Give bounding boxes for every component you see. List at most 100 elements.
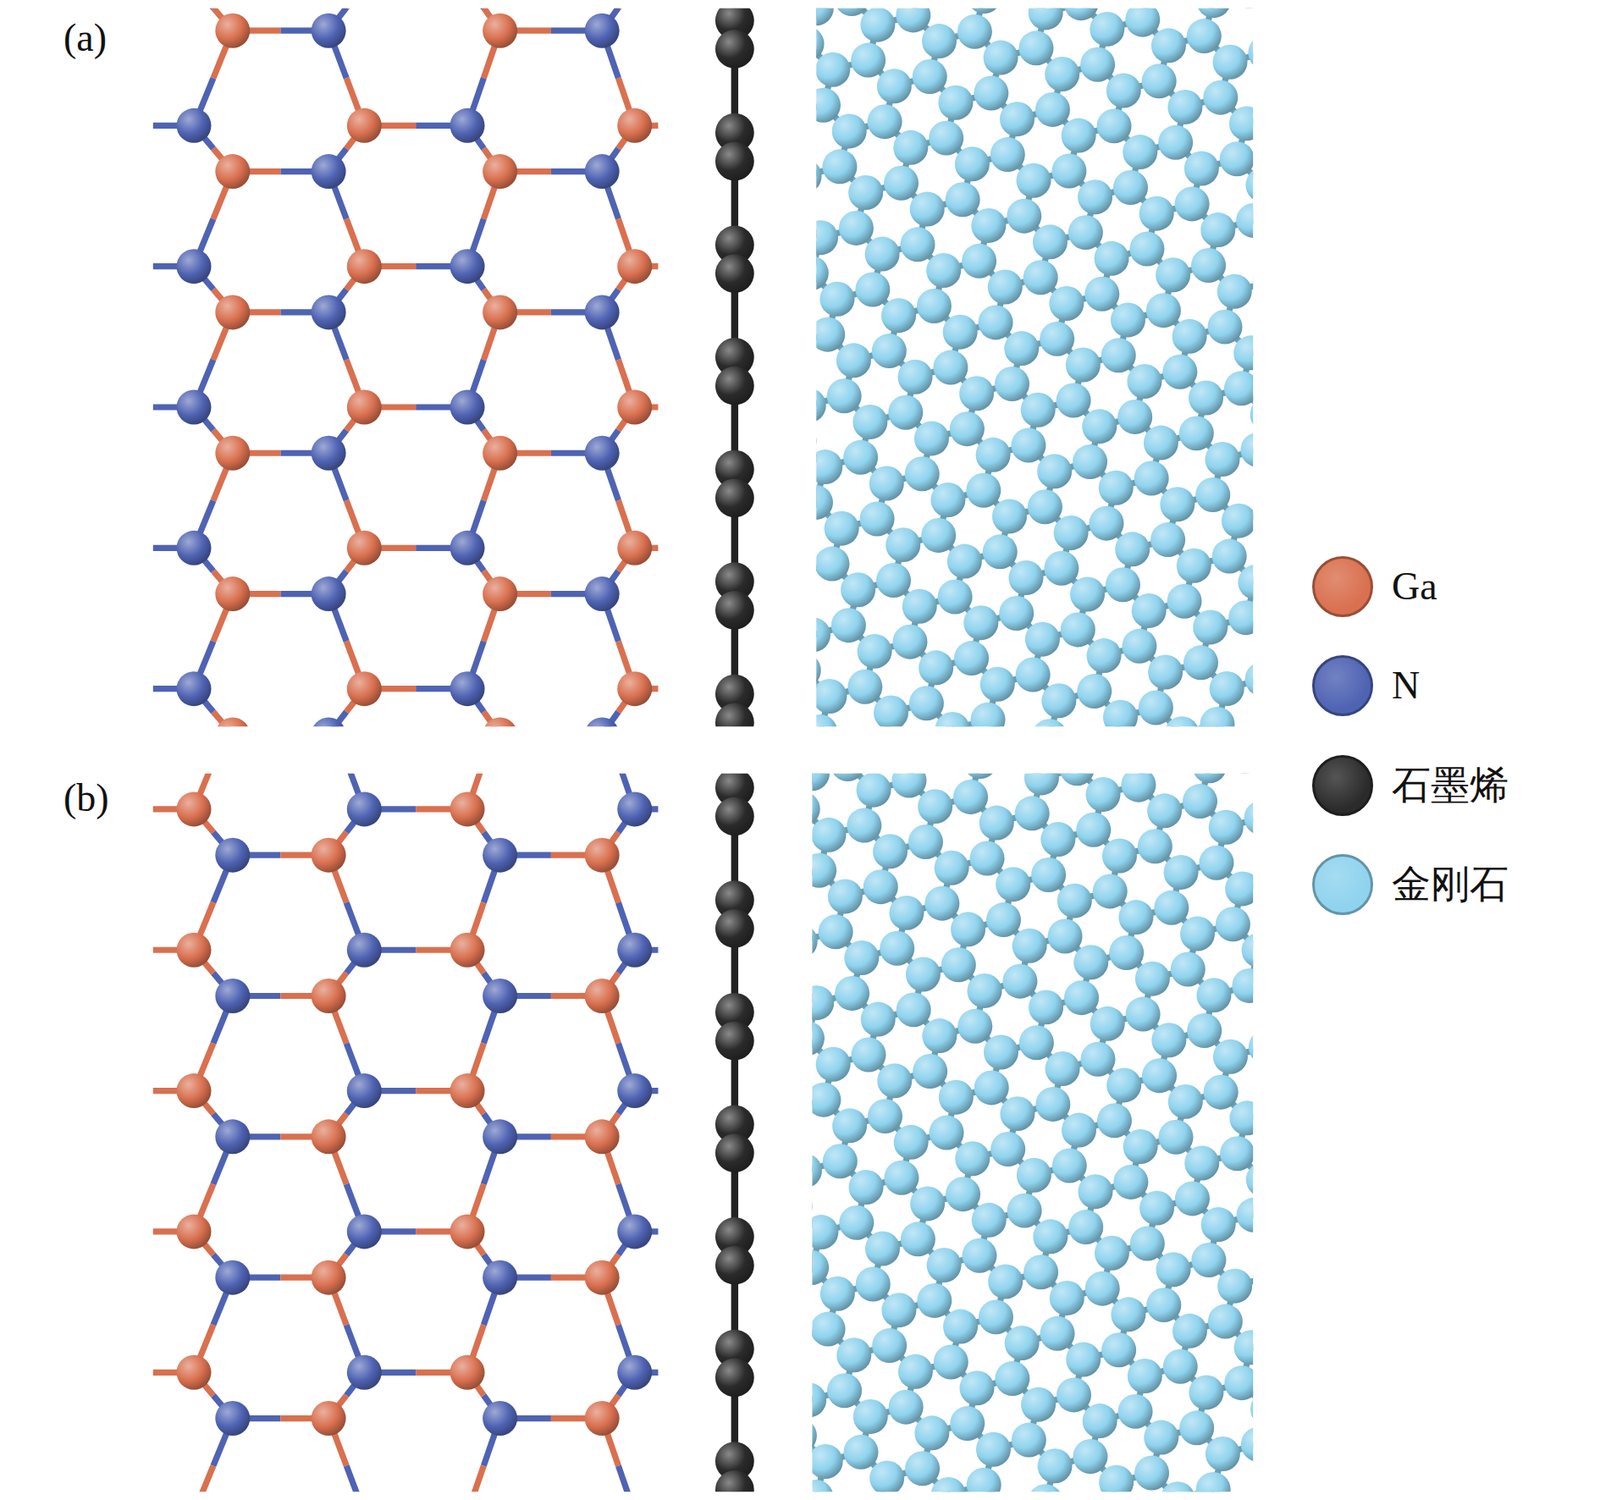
- diamond-atom: [957, 1009, 993, 1044]
- diamond-atom: [811, 1250, 829, 1286]
- diamond-atom: [930, 482, 966, 518]
- diamond-atom: [1015, 795, 1050, 831]
- diamond-atom: [1073, 944, 1109, 980]
- diamond-atom: [822, 1143, 858, 1179]
- diamond-atom: [1250, 397, 1254, 432]
- diamond-atom: [1121, 628, 1157, 664]
- diamond-atom: [1039, 321, 1075, 357]
- diamond-atom: [888, 1390, 924, 1425]
- diamond-atom: [1097, 1103, 1132, 1138]
- graphene-atom: [715, 478, 755, 518]
- diamond-lattice: [811, 773, 1253, 1493]
- diamond-atom: [978, 1299, 1014, 1335]
- diamond-atom: [938, 1080, 974, 1115]
- diamond-atom: [1106, 1067, 1142, 1103]
- n-atom: [617, 1073, 652, 1109]
- diamond-atom: [904, 1451, 940, 1486]
- diamond-atom: [1180, 916, 1215, 952]
- diamond-atom: [1012, 928, 1048, 964]
- n-atom: [482, 838, 518, 873]
- legend-label: Ga: [1391, 565, 1438, 609]
- diamond-atom: [865, 237, 900, 272]
- diamond-atom: [1002, 964, 1038, 999]
- diamond-atom: [888, 395, 923, 431]
- diamond-atom: [891, 773, 927, 799]
- diamond-atom: [1052, 1147, 1087, 1183]
- diamond-atom: [932, 350, 968, 386]
- n-atom: [482, 1260, 518, 1296]
- diamond-atom: [962, 773, 998, 779]
- diamond-atom: [1008, 560, 1043, 596]
- diamond-atom: [1142, 63, 1177, 99]
- diamond-atom: [1134, 461, 1170, 497]
- diamond-atom: [1147, 655, 1183, 690]
- n-atom: [450, 671, 486, 707]
- diamond-atom: [994, 366, 1030, 402]
- diamond-atom: [1125, 8, 1160, 38]
- diamond-atom: [1224, 871, 1253, 906]
- diamond-atom: [914, 420, 949, 456]
- diamond-atom: [1151, 27, 1187, 63]
- diamond-atom: [979, 805, 1015, 841]
- diamond-atom: [896, 992, 932, 1027]
- n-atom: [311, 154, 347, 189]
- diamond-atom: [999, 101, 1035, 137]
- diamond-atom: [1219, 141, 1253, 177]
- diamond-atom: [831, 607, 867, 643]
- diamond-atom: [1106, 72, 1142, 108]
- diamond-atom: [1043, 551, 1079, 586]
- diamond-atom: [1244, 800, 1254, 836]
- diamond-atom: [895, 8, 931, 34]
- diamond-atom: [900, 226, 936, 262]
- n-atom: [311, 435, 347, 471]
- diamond-atom: [971, 208, 1006, 243]
- diamond-atom: [1175, 186, 1210, 221]
- n-atom: [347, 791, 382, 827]
- diamond-atom: [1080, 1042, 1115, 1077]
- ga-atom: [617, 248, 652, 284]
- diamond-atom: [850, 43, 886, 78]
- diamond-atom: [1070, 576, 1105, 612]
- diamond-atom: [860, 501, 895, 536]
- ga-atom: [450, 1073, 486, 1109]
- diamond-atom: [1123, 1129, 1159, 1165]
- diamond-atom: [1118, 1394, 1154, 1429]
- diamond-atom: [973, 75, 1009, 111]
- diamond-atom: [992, 498, 1027, 534]
- ga-atom: [450, 1213, 486, 1249]
- diamond-atom: [1215, 906, 1251, 942]
- diamond-atom: [1147, 793, 1182, 828]
- diamond-atom: [1159, 486, 1195, 522]
- diamond-atom: [918, 650, 954, 685]
- diamond-atom: [1010, 428, 1046, 464]
- diamond-atom: [1229, 105, 1253, 141]
- diamond-atom: [1077, 1174, 1113, 1209]
- diamond-atom: [943, 314, 978, 350]
- diamond-bonds: [811, 773, 1253, 1493]
- diamond-atom: [1072, 444, 1108, 480]
- diamond-atom: [983, 1035, 1019, 1071]
- diamond-atom: [838, 210, 874, 246]
- gan-bond: [617, 1466, 635, 1493]
- ga-atom: [347, 390, 382, 425]
- diamond-atom: [1201, 1207, 1236, 1242]
- legend-entry: 金刚石: [1312, 854, 1509, 916]
- n-atom: [482, 978, 518, 1014]
- diamond-atom: [916, 1283, 952, 1319]
- diamond-atom: [910, 1186, 945, 1221]
- diamond-atom: [1053, 515, 1089, 551]
- diamond-atom: [1167, 584, 1203, 619]
- graphene-atom: [715, 590, 755, 630]
- diamond-atom: [1048, 919, 1083, 955]
- diamond-atom: [840, 572, 876, 607]
- diamond-atom: [867, 1098, 903, 1134]
- n-atom: [584, 294, 620, 330]
- diamond-atom: [816, 220, 839, 255]
- gan-bonds: [153, 8, 659, 728]
- diamond-atom: [924, 886, 960, 922]
- diamond-atom: [1049, 1280, 1085, 1316]
- ga-atom: [482, 154, 518, 189]
- diamond-atom: [1172, 319, 1208, 354]
- diamond-atom: [1051, 154, 1087, 189]
- diamond-atom: [1236, 1197, 1254, 1233]
